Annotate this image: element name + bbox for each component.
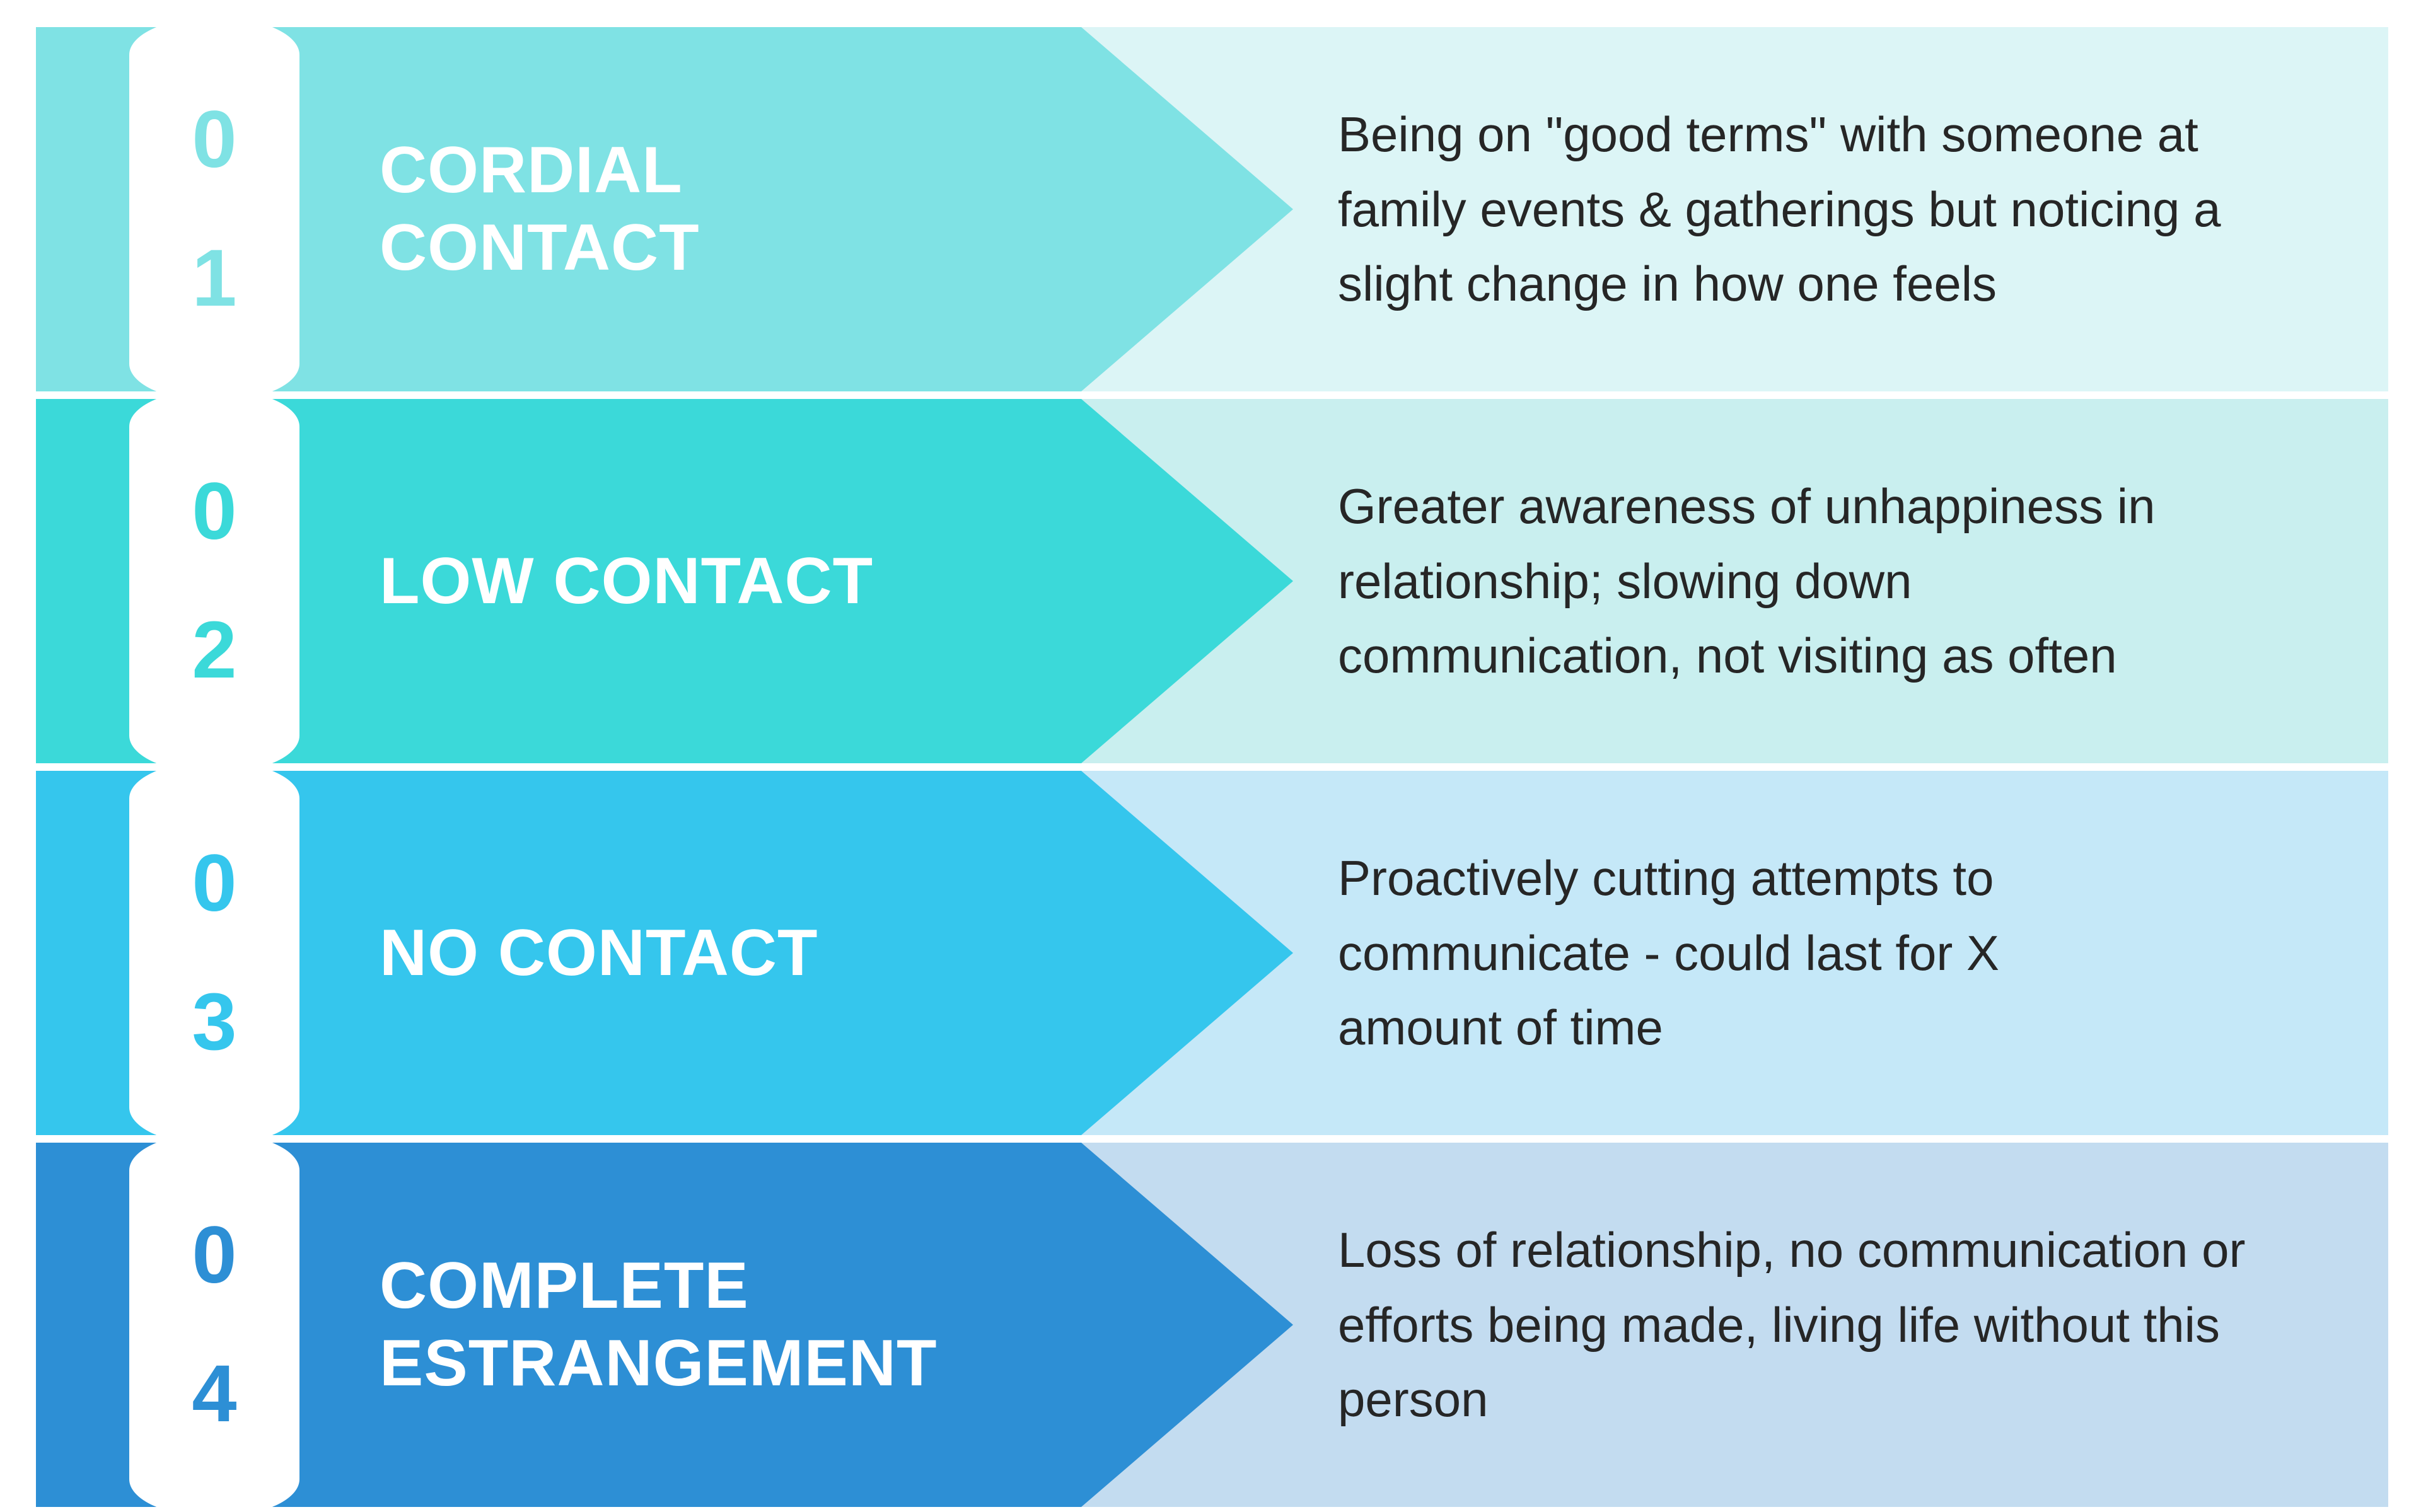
row-divider [36, 391, 2388, 399]
row-divider [36, 763, 2388, 771]
stage-description-line-3: amount of time [1338, 1000, 1663, 1056]
stage-description-line-2: family events & gatherings but noticing … [1338, 181, 2221, 237]
stage-description-line-2: relationship; slowing down [1338, 553, 1912, 609]
stage-number-digit-bottom: 1 [192, 233, 237, 323]
stage-description-line-1: Being on "good terms" with someone at [1338, 107, 2198, 163]
stage-number-digit-bottom: 4 [192, 1349, 237, 1439]
row-divider [36, 1135, 2388, 1143]
stage-title: LOW CONTACT [380, 399, 1060, 763]
stage-number-digit-bottom: 2 [192, 605, 237, 695]
stage-description-line-3: communication, not visiting as often [1338, 628, 2117, 684]
stage-description-line-2: efforts being made, living life without … [1338, 1296, 2220, 1353]
stage-title-line-2: CONTACT [380, 211, 700, 284]
stage-title-line-1: COMPLETE [380, 1249, 749, 1323]
stage-number-digit-bottom: 3 [192, 977, 237, 1067]
stage-number-digit-top: 0 [192, 838, 237, 928]
stage-number-digit-top: 0 [192, 466, 237, 557]
stage-description: Proactively cutting attempts to communica… [1338, 771, 2350, 1135]
stage-number-digit-top: 0 [192, 1210, 237, 1300]
stage-title-line-1: CORDIAL [380, 134, 683, 207]
stage-description-line-3: person [1338, 1371, 1489, 1428]
stage-description-line-1: Loss of relationship, no communication o… [1338, 1222, 2246, 1278]
stage-description-line-3: slight change in how one feels [1338, 256, 1997, 312]
stage-number-digit-top: 0 [192, 95, 237, 185]
stage-description: Greater awareness of unhappiness in relat… [1338, 399, 2350, 763]
stage-title-line-2: ESTRANGEMENT [380, 1327, 938, 1400]
stage-description: Being on "good terms" with someone at fam… [1338, 27, 2350, 391]
stage-title: NO CONTACT [380, 771, 1060, 1135]
stage-description-line-1: Proactively cutting attempts to [1338, 850, 1994, 906]
stage-description-line-2: communicate - could last for X [1338, 925, 2000, 981]
stage-description-line-1: Greater awareness of unhappiness in [1338, 478, 2156, 534]
stage-title-line-1: LOW CONTACT [380, 544, 874, 618]
stage-title-line-1: NO CONTACT [380, 916, 818, 990]
stage-description: Loss of relationship, no communication o… [1338, 1143, 2350, 1507]
